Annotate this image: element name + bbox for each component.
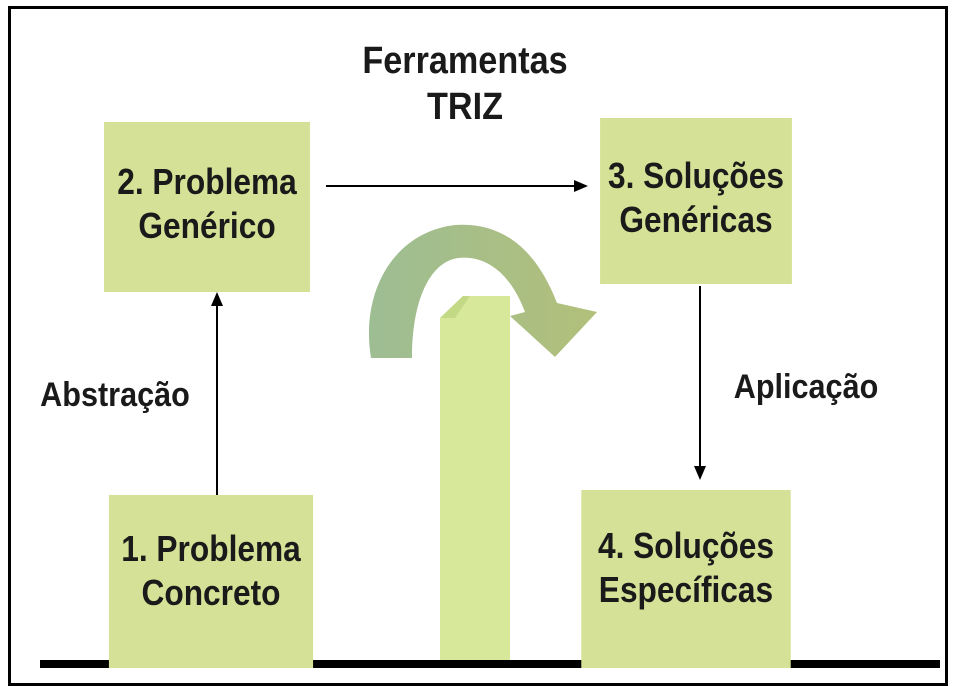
generic-solutions-label: 3. Soluções Genéricas xyxy=(608,154,784,242)
generic-solutions-box: 3. Soluções Genéricas xyxy=(600,118,792,284)
arrowhead-down xyxy=(694,466,706,480)
application-label: Aplicação xyxy=(716,368,896,407)
diagram-title: Ferramentas TRIZ xyxy=(344,38,587,130)
abstraction-label: Abstração xyxy=(21,376,210,415)
arrowhead-right xyxy=(574,180,588,192)
triz-stem-shape xyxy=(440,296,510,668)
concrete-problem-box: 1. Problema Concreto xyxy=(109,495,313,668)
specific-solutions-box: 4. Soluções Específicas xyxy=(581,490,790,668)
generic-problem-box: 2. Problema Genérico xyxy=(104,122,310,292)
arrowhead-up xyxy=(211,292,223,306)
specific-solutions-label: 4. Soluções Específicas xyxy=(598,524,774,612)
generic-problem-label: 2. Problema Genérico xyxy=(117,160,297,248)
concrete-problem-label: 1. Problema Concreto xyxy=(121,527,301,615)
